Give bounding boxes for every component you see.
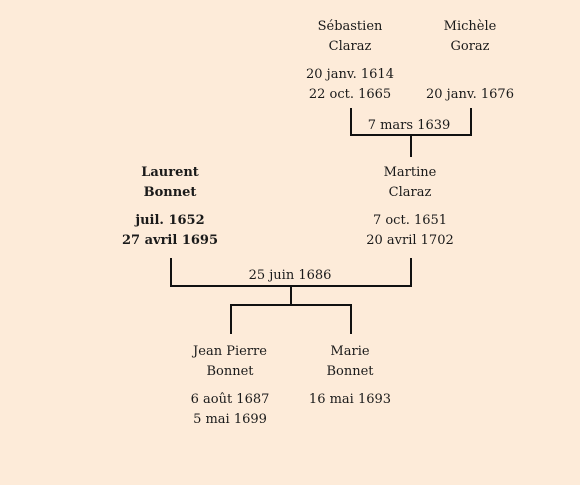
birth-date: 20 janv. 1614 [306,67,394,82]
death-date: 27 avril 1695 [121,233,219,248]
person-martine-claraz[interactable]: Martine Claraz 7 oct. 1651 20 avril 1702 [340,163,480,251]
birth-date: 7 oct. 1651 [372,213,448,228]
person-last-name: Bonnet [326,364,374,379]
death-date: 20 janv. 1676 [426,87,514,102]
person-laurent-bonnet[interactable]: Laurent Bonnet juil. 1652 27 avril 1695 [100,163,240,251]
person-marie-bonnet[interactable]: Marie Bonnet 16 mai 1693 [280,342,420,430]
person-last-name: Claraz [328,39,372,54]
person-last-name: Bonnet [206,364,254,379]
person-michele-goraz[interactable]: Michèle Goraz 20 janv. 1676 [400,17,540,105]
person-dates: 20 janv. 1614 22 oct. 1665 [280,65,420,105]
person-dates: 20 janv. 1676 [400,65,540,105]
person-last-name: Bonnet [143,185,197,200]
birth-date: juil. 1652 [135,213,205,228]
person-dates: 16 mai 1693 [280,390,420,430]
marriage-date-grandparents: 7 mars 1639 [367,118,451,133]
marriage-date-parents: 25 juin 1686 [248,268,332,283]
person-last-name: Claraz [388,185,432,200]
person-first-name: Laurent [141,165,199,180]
person-jean-pierre-bonnet[interactable]: Jean Pierre Bonnet 6 août 1687 5 mai 169… [160,342,300,430]
birth-date [400,65,540,85]
person-sebastien-claraz[interactable]: Sébastien Claraz 20 janv. 1614 22 oct. 1… [280,17,420,105]
person-first-name: Martine [383,165,437,180]
death-date: 5 mai 1699 [193,412,267,427]
person-dates: 7 oct. 1651 20 avril 1702 [340,211,480,251]
death-date: 22 oct. 1665 [308,87,392,102]
death-date [280,410,420,430]
birth-date: 16 mai 1693 [308,392,392,407]
person-dates: juil. 1652 27 avril 1695 [100,211,240,251]
person-first-name: Marie [330,344,370,359]
person-last-name: Goraz [450,39,490,54]
person-first-name: Michèle [443,19,497,34]
birth-date: 6 août 1687 [190,392,270,407]
person-dates: 6 août 1687 5 mai 1699 [160,390,300,430]
person-first-name: Jean Pierre [193,344,267,359]
person-first-name: Sébastien [317,19,383,34]
death-date: 20 avril 1702 [366,233,454,248]
